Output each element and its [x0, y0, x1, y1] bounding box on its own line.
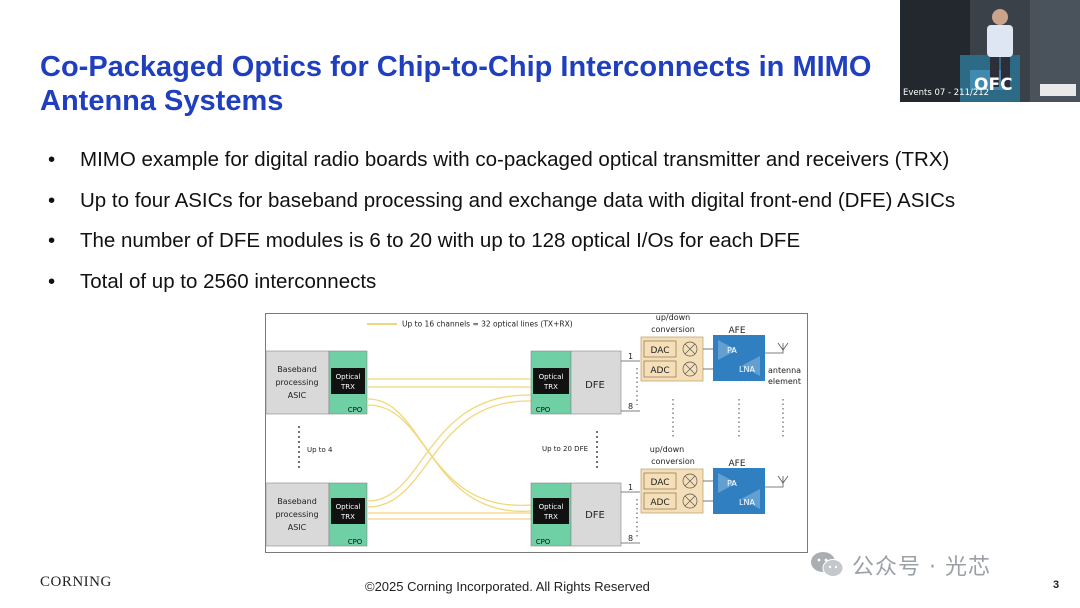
antenna-label: antenna [768, 366, 801, 375]
optical-trx-label: Optical [539, 373, 564, 381]
optical-trx-label: TRX [543, 513, 558, 521]
optical-lines [367, 378, 532, 520]
corning-logo: CORNING [40, 574, 112, 590]
bullet-list: MIMO example for digital radio boards wi… [44, 140, 955, 302]
baseband-label: processing [275, 510, 318, 519]
updown-label: conversion [651, 457, 695, 466]
antenna-icon [777, 475, 789, 484]
lna-label: LNA [739, 498, 755, 507]
updown-label: up/down [650, 445, 684, 454]
legend-text: Up to 16 channels = 32 optical lines (TX… [402, 320, 573, 329]
afe-label: AFE [728, 326, 745, 336]
mimo-cpo-diagram: Up to 16 channels = 32 optical lines (TX… [265, 313, 808, 553]
pa-label: PA [727, 479, 737, 488]
speaker-body [987, 25, 1013, 57]
baseband-asic-bottom: Baseband processing ASIC Optical TRX CPO [265, 482, 368, 547]
optical-trx-label: Optical [336, 373, 361, 381]
pa-label: PA [727, 346, 737, 355]
cpo-label: CPO [348, 406, 363, 414]
dac-label: DAC [650, 346, 669, 356]
baseband-label: ASIC [288, 391, 307, 400]
port-number: 1 [628, 483, 633, 492]
optical-trx-label: Optical [539, 503, 564, 511]
dfe-label: DFE [585, 380, 605, 391]
afe-box [713, 468, 765, 514]
page-number: 3 [1053, 579, 1060, 591]
bullet-item: MIMO example for digital radio boards wi… [44, 140, 955, 181]
antenna-icon [777, 342, 789, 351]
laptop [1040, 84, 1076, 96]
baseband-asic-top: Baseband processing ASIC Optical TRX CPO [265, 350, 368, 415]
adc-label: ADC [650, 366, 669, 376]
lna-label: LNA [739, 365, 755, 374]
optical-trx-label: TRX [340, 513, 355, 521]
cpo-label: CPO [536, 538, 551, 546]
bullet-item: Up to four ASICs for baseband processing… [44, 181, 955, 222]
slide-title: Co-Packaged Optics for Chip-to-Chip Inte… [40, 51, 872, 117]
optical-trx-label: Optical [336, 503, 361, 511]
adc-label: ADC [650, 498, 669, 508]
video-frame: OFC [900, 0, 1080, 102]
baseband-label: Baseband [277, 497, 317, 506]
rf-chain-bottom: up/down conversion DAC ADC AFE PA LNA [640, 445, 789, 514]
port-number: 8 [628, 534, 633, 543]
copyright-text: ©2025 Corning Incorporated. All Rights R… [365, 579, 650, 594]
bullet-item: Total of up to 2560 interconnects [44, 262, 955, 303]
watermark-text: 公众号 · 光芯 [852, 555, 991, 580]
dfe-module-bottom: Optical TRX CPO DFE 1 8 [530, 482, 640, 547]
cpo-label: CPO [536, 406, 551, 414]
baseband-label: processing [275, 378, 318, 387]
dfe-module-top: Optical TRX CPO DFE 1 8 [530, 350, 640, 415]
speaker-video: OFC Events 07 - 211/212 [900, 0, 1080, 102]
up-to-4-label: Up to 4 [307, 446, 333, 454]
afe-box [713, 335, 765, 381]
dfe-label: DFE [585, 510, 605, 521]
bullet-item: The number of DFE modules is 6 to 20 wit… [44, 221, 955, 262]
rf-chain-top: up/down conversion DAC ADC AFE PA LNA an… [640, 313, 801, 386]
optical-trx-label: TRX [543, 383, 558, 391]
wechat-icon [811, 552, 844, 577]
baseband-label: ASIC [288, 523, 307, 532]
updown-label: conversion [651, 325, 695, 334]
port-number: 1 [628, 352, 633, 361]
video-caption: Events 07 - 211/212 [903, 88, 990, 98]
cpo-label: CPO [348, 538, 363, 546]
video-sign-text: OFC [974, 75, 1013, 95]
port-number: 8 [628, 402, 633, 411]
afe-label: AFE [728, 459, 745, 469]
dac-label: DAC [650, 478, 669, 488]
up-to-20-label: Up to 20 DFE [542, 445, 588, 453]
updown-label: up/down [656, 313, 690, 322]
watermark: 公众号 · 光芯 [810, 548, 991, 582]
antenna-label: element [768, 377, 801, 386]
baseband-label: Baseband [277, 365, 317, 374]
speaker-head [992, 9, 1008, 25]
optical-trx-label: TRX [340, 383, 355, 391]
